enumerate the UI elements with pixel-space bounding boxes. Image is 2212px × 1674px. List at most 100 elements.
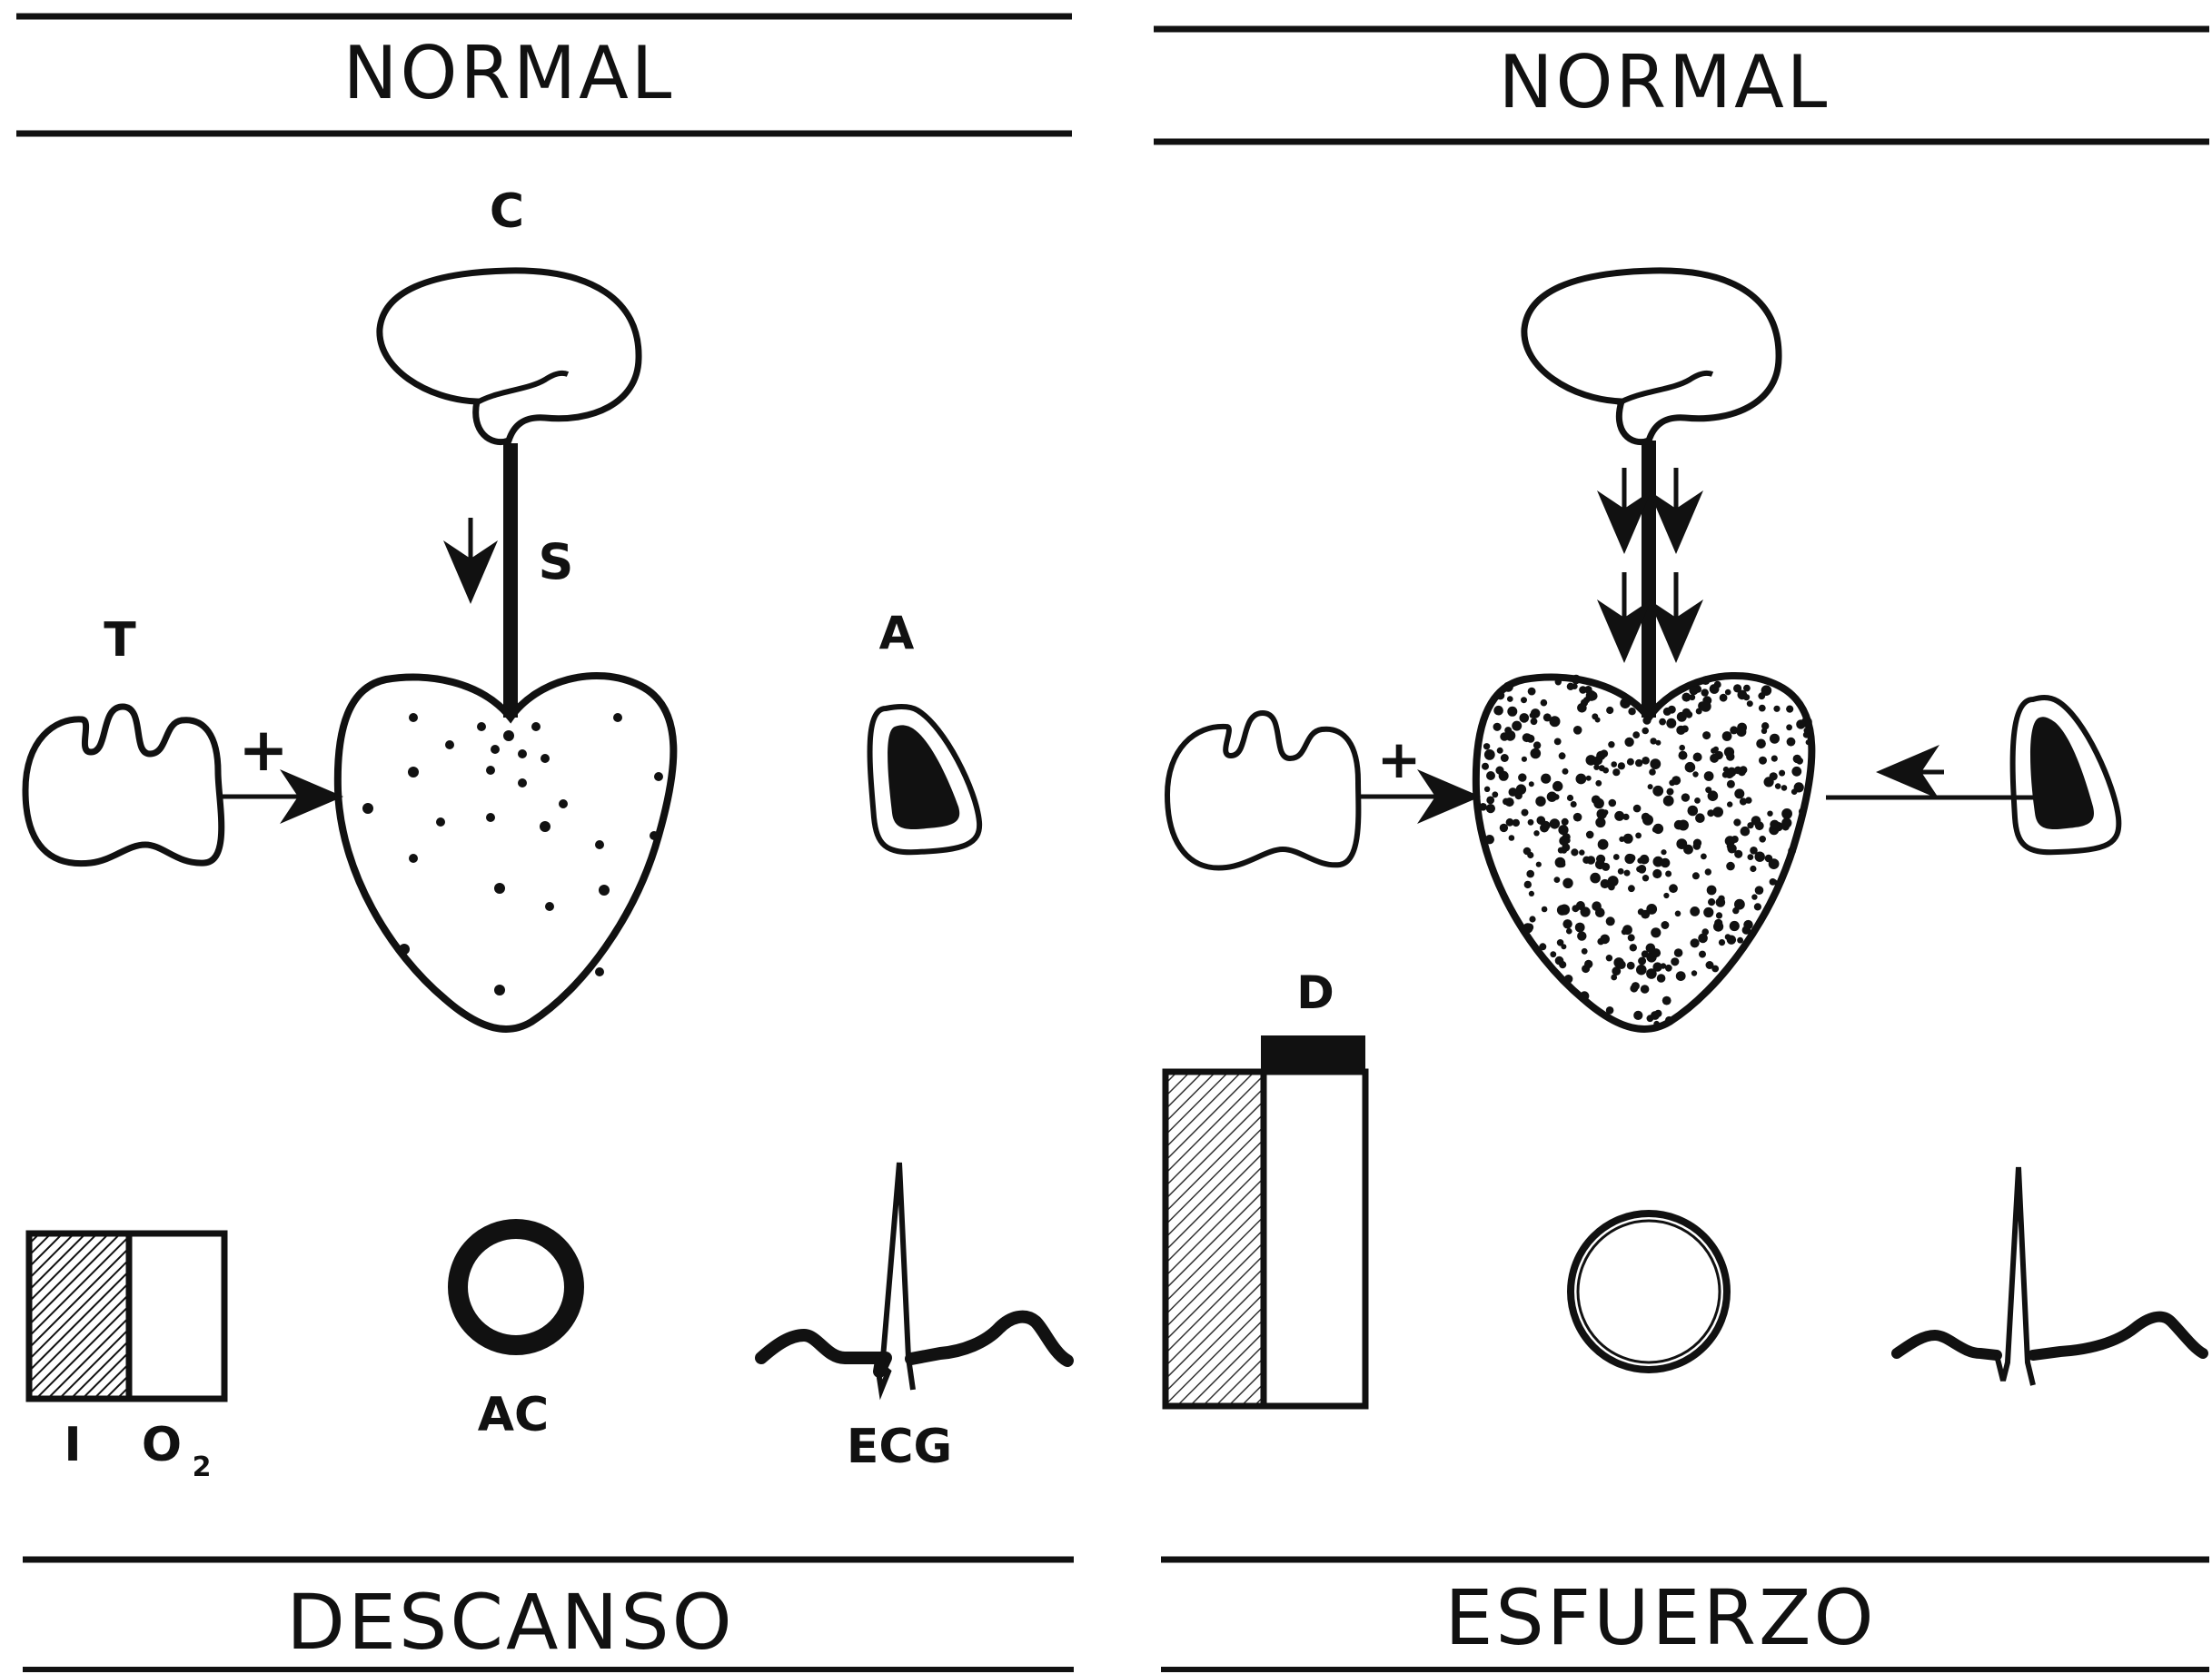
right-panel-title: NORMAL bbox=[1499, 40, 1830, 124]
heart-stipple-dot bbox=[1618, 762, 1625, 769]
heart-stipple-dot bbox=[1640, 855, 1650, 865]
heart-stipple-dot bbox=[1485, 835, 1494, 844]
heart-stipple-dot bbox=[1580, 991, 1589, 1000]
heart-stipple-dot bbox=[1719, 939, 1725, 946]
ecg-trace-icon bbox=[761, 1335, 886, 1372]
heart-stipple-dot bbox=[1630, 944, 1637, 951]
heart-stipple-dot bbox=[1558, 825, 1568, 835]
heart-stipple-dot bbox=[1646, 904, 1657, 915]
heart-stipple-dot bbox=[1577, 931, 1586, 940]
heart-stipple-dot bbox=[1633, 805, 1642, 813]
heart-stipple-dot bbox=[1612, 768, 1620, 776]
heart-stipple-dot bbox=[1699, 951, 1706, 958]
heart-stipple-dot bbox=[1793, 755, 1801, 763]
heart-stipple-dot bbox=[1712, 807, 1723, 817]
heart-stipple-dot bbox=[1579, 849, 1584, 855]
adrenal-label: A bbox=[879, 607, 915, 659]
heart-stipple-dot bbox=[1595, 780, 1602, 787]
heart-stipple-dot bbox=[1512, 721, 1522, 731]
brain-icon bbox=[1524, 271, 1779, 442]
heart-stipple-dot bbox=[1676, 971, 1686, 981]
heart-stipple-dot bbox=[1680, 687, 1686, 693]
heart-stipple-dot bbox=[1486, 771, 1495, 780]
heart-stipple-dot bbox=[1521, 697, 1527, 703]
heart-stipple-dot bbox=[1704, 771, 1714, 781]
heart-stipple-dot bbox=[1663, 796, 1674, 807]
heart-stipple-dot bbox=[1667, 788, 1674, 796]
bar-right-label: O bbox=[142, 1418, 182, 1472]
heart-stipple-dot bbox=[1486, 797, 1494, 805]
heart-stipple-dot bbox=[1725, 689, 1731, 696]
artery-ring-icon bbox=[1571, 1213, 1727, 1370]
heart-stipple-dot bbox=[1602, 863, 1610, 871]
heart-stipple-dot bbox=[1609, 799, 1617, 807]
ecg-r-wave bbox=[1997, 1167, 2033, 1385]
heart-stipple-dot bbox=[1650, 758, 1661, 769]
heart-stipple-dot bbox=[1566, 928, 1572, 935]
heart-stipple-dot bbox=[1733, 684, 1741, 692]
heart-stipple-dot bbox=[1622, 925, 1632, 935]
heart-stipple-dot bbox=[1529, 891, 1534, 896]
heart-stipple-dot bbox=[1691, 938, 1700, 947]
heart-stipple-dot bbox=[1543, 713, 1552, 721]
heart-stipple-dot bbox=[1787, 738, 1796, 747]
heart-stipple-dot bbox=[1633, 1011, 1642, 1020]
heart-stipple-dot bbox=[1542, 906, 1548, 913]
heart-stipple-dot bbox=[1701, 854, 1707, 860]
heart-stipple-dot bbox=[1562, 878, 1572, 888]
heart-stipple-dot bbox=[1484, 787, 1490, 792]
thyroid-icon bbox=[25, 707, 222, 864]
heart-stipple-dot bbox=[1598, 839, 1609, 850]
heart-stipple-dot bbox=[1750, 847, 1758, 855]
heart-stipple-dot bbox=[1524, 881, 1532, 888]
heart-stipple-dot bbox=[1608, 884, 1615, 891]
heart-stipple-dot bbox=[1671, 776, 1681, 785]
adrenal-icon bbox=[2013, 698, 2119, 852]
heart-stipple-dot bbox=[1724, 747, 1734, 757]
heart-stipple-dot bbox=[1651, 1011, 1660, 1020]
right-panel: NORMAL + D bbox=[1154, 29, 2209, 1669]
heart-stipple-dot bbox=[1592, 796, 1601, 805]
heart-stipple-dot bbox=[1484, 749, 1495, 760]
heart-stipple-dot bbox=[1552, 781, 1562, 791]
heart-stipple-dot bbox=[1781, 817, 1791, 827]
heart-stipple-dot bbox=[1550, 951, 1556, 957]
heart-stipple-dot bbox=[1759, 705, 1766, 712]
heart-stipple-dot bbox=[1666, 718, 1676, 728]
heart-stipple-dot bbox=[1555, 956, 1564, 966]
heart-stipple-dot bbox=[1689, 694, 1695, 700]
brain-icon bbox=[380, 271, 639, 442]
heart-stipple-dot bbox=[1661, 921, 1669, 929]
heart-stipple-dot bbox=[1641, 985, 1650, 994]
heart-stipple-dot bbox=[1743, 920, 1752, 929]
heart-stipple-dot bbox=[1479, 803, 1487, 811]
heart-stipple-dot bbox=[1539, 943, 1546, 950]
heart-stipple-dot bbox=[1636, 965, 1647, 976]
heart-stipple-dot bbox=[1770, 878, 1777, 886]
heart-stipple-dot bbox=[1586, 831, 1594, 839]
heart-stipple-dot bbox=[1692, 872, 1700, 879]
heart-stipple-dot bbox=[1652, 869, 1661, 878]
heart-stipple-dot bbox=[1486, 804, 1495, 813]
heart-stipple-dot bbox=[1602, 809, 1608, 815]
heart-stipple-dot bbox=[1550, 818, 1560, 828]
heart-stipple-dot bbox=[1758, 692, 1765, 699]
heart-stipple-dot bbox=[1642, 875, 1649, 881]
heart-stipple-dot bbox=[1714, 919, 1722, 927]
heart-stipple-dot bbox=[1522, 757, 1527, 762]
heart-stipple-dot bbox=[1576, 774, 1587, 785]
heart-stipple-dot bbox=[1653, 1021, 1660, 1027]
thyroid-plus-sign: + bbox=[238, 715, 288, 785]
heart-stipple-dot bbox=[1693, 753, 1702, 762]
heart-stipple-dot bbox=[1513, 819, 1520, 827]
heart-stipple-dot bbox=[1606, 707, 1613, 714]
heart-stipple-dot bbox=[1652, 948, 1661, 957]
heart-stipple-dot bbox=[1562, 919, 1572, 928]
heart-stipple-dot bbox=[1788, 847, 1796, 856]
heart-stipple-dot bbox=[1701, 701, 1711, 712]
heart-stipple-dot bbox=[1679, 751, 1688, 760]
heart-stipple-dot bbox=[1529, 916, 1535, 922]
heart-stipple-dot bbox=[1646, 968, 1657, 979]
heart-stipple-dot bbox=[1769, 858, 1780, 869]
heart-stipple-dot bbox=[1606, 955, 1612, 961]
